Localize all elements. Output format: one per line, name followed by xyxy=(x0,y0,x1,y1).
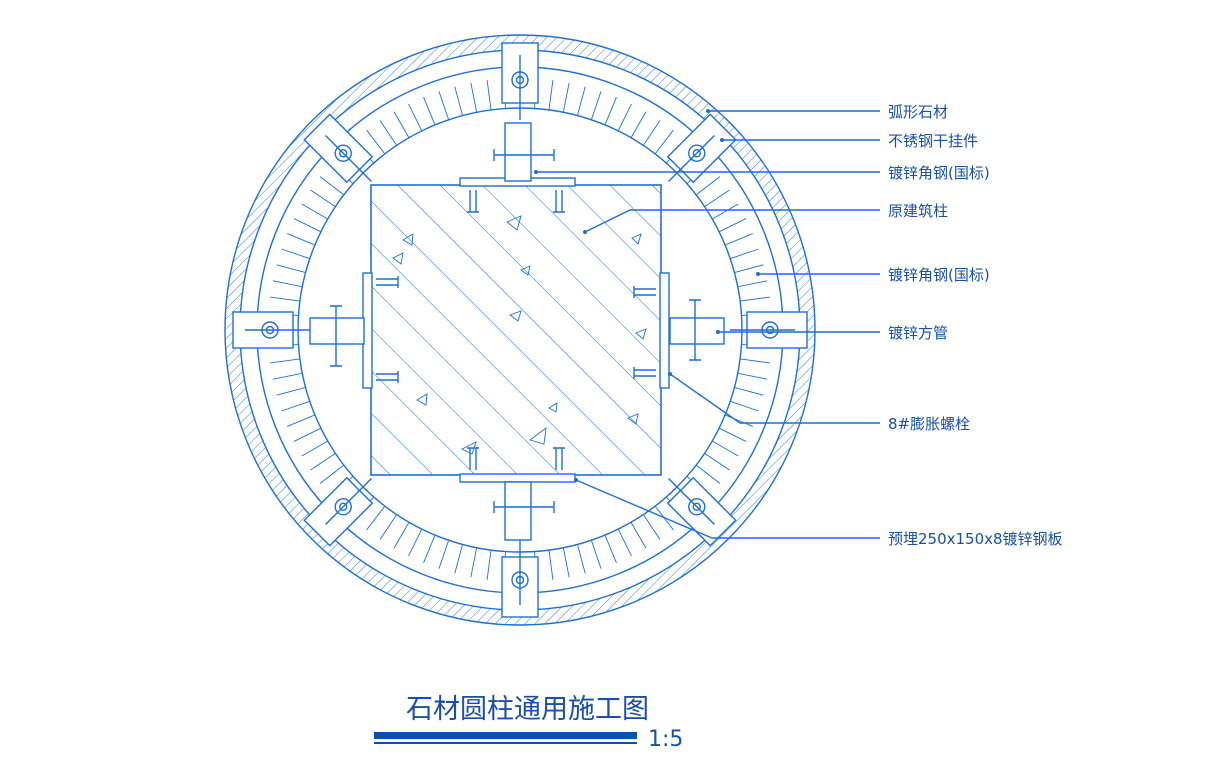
label-square-tube: 镀锌方管 xyxy=(888,324,948,342)
drawing-scale: 1:5 xyxy=(648,727,683,752)
bolt-nuts xyxy=(330,149,701,513)
label-arc-stone: 弧形石材 xyxy=(888,103,948,121)
expansion-bolts xyxy=(376,190,656,470)
bracket-clip xyxy=(666,113,737,184)
label-angle-steel-1: 镀锌角钢(国标) xyxy=(888,164,990,182)
bracket-clip xyxy=(303,476,374,547)
label-original-column: 原建筑柱 xyxy=(888,202,948,220)
callout-labels: 弧形石材 不锈钢干挂件 镀锌角钢(国标) 原建筑柱 镀锌角钢(国标) 镀锌方管 … xyxy=(888,103,1063,548)
bracket-clip xyxy=(730,311,808,349)
angle-steel-ticks xyxy=(268,78,772,582)
label-stainless-bracket: 不锈钢干挂件 xyxy=(888,132,978,150)
label-expansion-bolt: 8#膨胀螺栓 xyxy=(888,415,970,433)
bracket-clip xyxy=(501,42,539,120)
title-underline-thin xyxy=(374,742,637,744)
label-angle-steel-2: 镀锌角钢(国标) xyxy=(888,266,990,284)
original-building-column xyxy=(370,184,662,476)
bracket-clip xyxy=(666,476,737,547)
bracket-clip xyxy=(501,540,539,618)
leader-lines xyxy=(534,109,880,539)
title-block: 石材圆柱通用施工图 1:5 xyxy=(374,694,683,752)
aggregate-marks xyxy=(392,215,647,455)
title-underline xyxy=(374,732,637,739)
drawing-title: 石材圆柱通用施工图 xyxy=(406,694,649,725)
stainless-steel-brackets xyxy=(232,42,808,618)
bracket-clip xyxy=(232,311,310,349)
bracket-clip xyxy=(303,113,374,184)
galvanized-square-tubes xyxy=(309,122,725,541)
label-embedded-plate: 预埋250x150x8镀锌钢板 xyxy=(888,530,1063,548)
